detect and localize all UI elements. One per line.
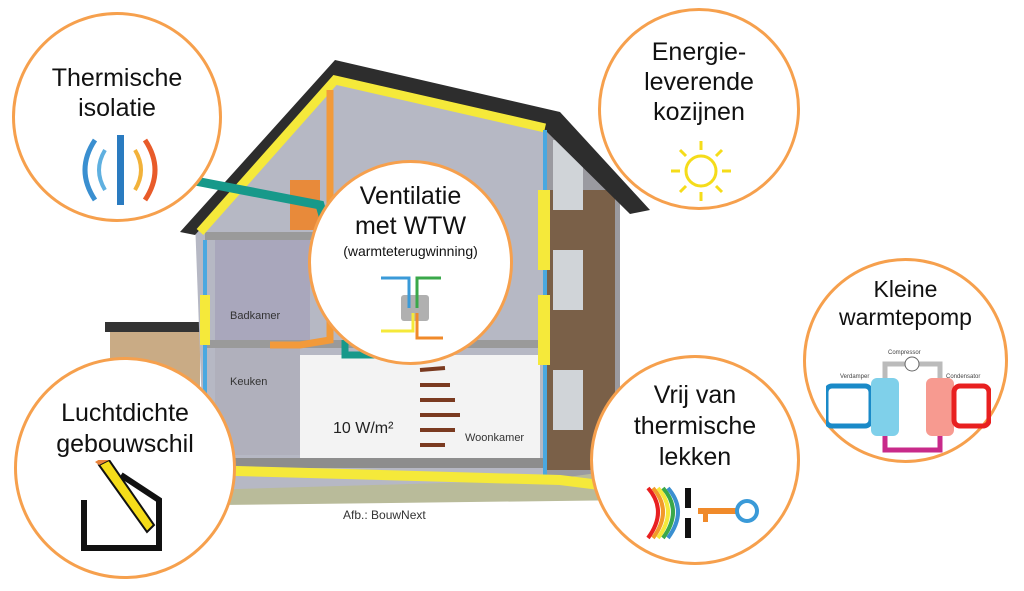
compressor-label: Compressor (888, 350, 921, 356)
feature-title: leverende (644, 68, 754, 96)
window (553, 250, 583, 310)
feature-heat-pump: Kleine warmtepomp Compressor Verdamper C… (803, 258, 1008, 463)
feature-windows: Energie- leverende kozijnen (598, 8, 800, 210)
image-credit: Afb.: BouwNext (343, 508, 426, 522)
house-pencil-icon (81, 460, 162, 551)
bathroom (215, 240, 310, 340)
floor-insulation (199, 465, 601, 490)
feature-insulation: Thermische isolatie (12, 12, 222, 222)
garage-roof (105, 322, 205, 332)
heat-recovery-unit-icon (381, 276, 443, 340)
feature-title: gebouwschil (56, 430, 194, 458)
feature-title: Luchtdichte (61, 399, 189, 427)
room-label-bathroom: Badkamer (230, 310, 281, 322)
feature-airtight: Luchtdichte gebouwschil (14, 357, 236, 579)
feature-title: Ventilatie (359, 182, 462, 210)
feature-title: Vrij van (653, 381, 737, 409)
evaporator-label: Verdamper (840, 374, 870, 380)
feature-thermal-bridges: Vrij van thermische lekken (590, 355, 800, 565)
feature-title: Thermische (51, 64, 183, 92)
feature-title: isolatie (78, 94, 156, 122)
feature-title: warmtepomp (839, 304, 972, 330)
insulation-waves-icon (82, 135, 158, 205)
feature-title: thermische (633, 412, 757, 440)
feature-title: met WTW (354, 212, 467, 240)
sun-icon (671, 141, 731, 201)
feature-subtitle: (warmteterugwinning) (343, 243, 478, 259)
rainbow-key-icon (646, 486, 759, 540)
room-label-living-room: Woonkamer (465, 432, 525, 444)
roof (180, 60, 650, 235)
spiral-stair (419, 366, 460, 447)
feature-ventilation: Ventilatie met WTW (warmteterugwinning) (308, 160, 513, 365)
feature-title: kozijnen (653, 98, 745, 126)
heat-pump-diagram-icon (826, 356, 991, 453)
condenser-label: Condensator (946, 374, 981, 380)
feature-title: Kleine (873, 276, 938, 302)
feature-title: lekken (658, 443, 732, 471)
room-label-kitchen: Keuken (230, 376, 268, 388)
roof-insulation (196, 75, 547, 235)
heat-load-label: 10 W/m² (333, 420, 394, 437)
feature-title: Energie- (651, 38, 747, 66)
window (553, 370, 583, 430)
living-room (300, 355, 540, 465)
